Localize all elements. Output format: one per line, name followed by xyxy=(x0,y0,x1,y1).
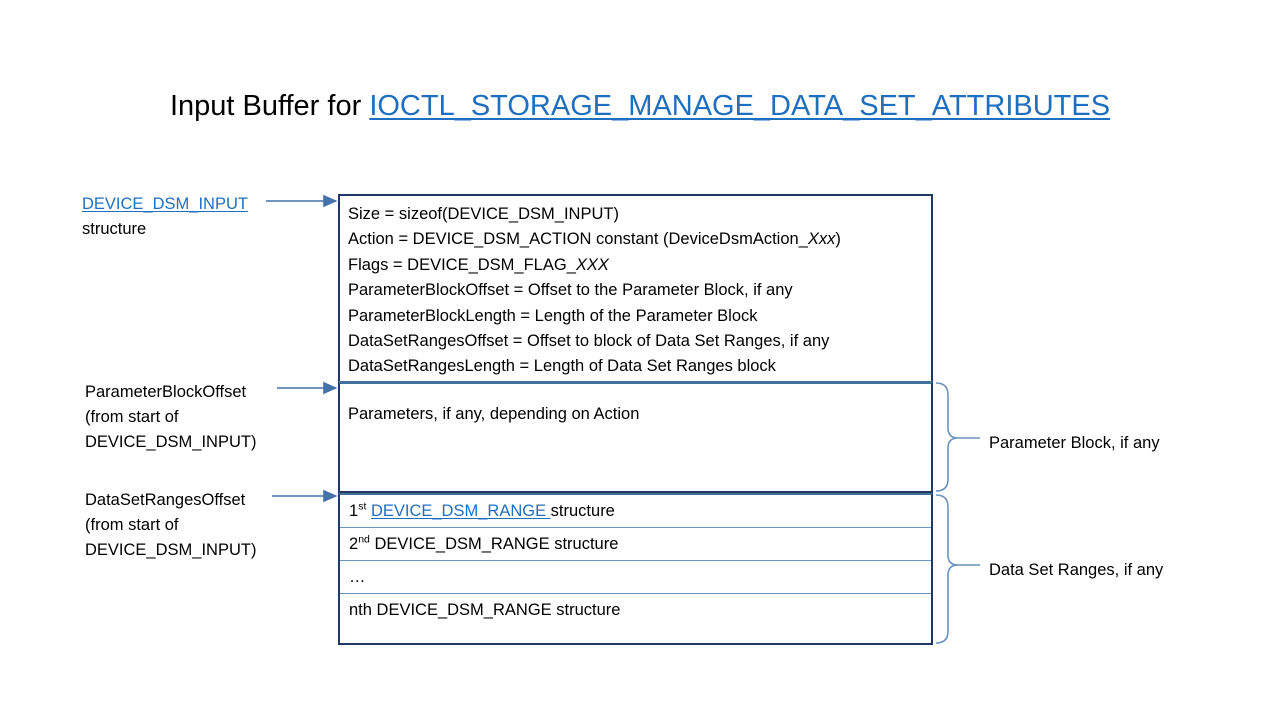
device-dsm-input-header-box xyxy=(338,194,933,381)
brace-data-set-ranges xyxy=(935,494,959,644)
data-set-ranges-offset-line2: (from start of xyxy=(85,516,179,534)
field-line-italic: Xxx xyxy=(807,230,836,249)
parameter-block-offset-line2: (from start of xyxy=(85,408,179,426)
field-line-text: DataSetRangesLength = Length of Data Set… xyxy=(348,357,776,376)
parameter-block-text: Parameters, if any, depending on Action xyxy=(348,405,640,423)
label-data-set-ranges-offset: DataSetRangesOffset (from start of DEVIC… xyxy=(85,488,256,563)
field-line-text: ParameterBlockOffset = Offset to the Par… xyxy=(348,281,793,300)
field-line-text: Flags = DEVICE_DSM_FLAG_ xyxy=(348,255,576,274)
field-line-italic: XXX xyxy=(575,255,609,274)
range-row-ordinal-suffix: st xyxy=(358,500,367,513)
parameter-block-box xyxy=(338,381,933,493)
device-dsm-range-text: DEVICE_DSM_RANGE xyxy=(374,535,555,553)
device-dsm-input-fields: Size = sizeof(DEVICE_DSM_INPUT) Action = … xyxy=(348,202,928,380)
data-set-range-row: 1st DEVICE_DSM_RANGE structure xyxy=(340,495,931,528)
dsm-input-field-line: Flags = DEVICE_DSM_FLAG_XXX xyxy=(348,253,928,278)
range-row-ordinal: nth xyxy=(349,601,372,619)
device-dsm-input-link[interactable]: DEVICE_DSM_INPUT xyxy=(82,195,248,213)
device-dsm-range-link[interactable]: DEVICE_DSM_RANGE xyxy=(370,502,551,520)
parameter-block-offset-line1: ParameterBlockOffset xyxy=(85,383,247,401)
dsm-input-field-line: DataSetRangesLength = Length of Data Set… xyxy=(348,354,928,379)
range-row-ordinal: … xyxy=(349,568,366,586)
range-row-ordinal: 2 xyxy=(349,535,359,553)
dsm-input-field-line: ParameterBlockOffset = Offset to the Par… xyxy=(348,278,928,303)
field-line-suffix: ) xyxy=(835,230,841,249)
dsm-input-field-line: Action = DEVICE_DSM_ACTION constant (Dev… xyxy=(348,227,928,252)
field-line-text: DataSetRangesOffset = Offset to block of… xyxy=(348,332,830,351)
parameter-block-offset-line3: DEVICE_DSM_INPUT) xyxy=(85,433,257,451)
dsm-input-field-line: ParameterBlockLength = Length of the Par… xyxy=(348,304,928,329)
page-title: Input Buffer for IOCTL_STORAGE_MANAGE_DA… xyxy=(0,88,1280,124)
field-line-text: Action = DEVICE_DSM_ACTION constant (Dev… xyxy=(348,230,808,249)
label-device-dsm-input: DEVICE_DSM_INPUT structure xyxy=(82,192,248,242)
device-dsm-input-structure-text: structure xyxy=(82,220,147,238)
dsm-input-field-line: Size = sizeof(DEVICE_DSM_INPUT) xyxy=(348,202,928,227)
data-set-range-row: … xyxy=(340,561,931,594)
range-row-ordinal-suffix: nd xyxy=(358,533,370,546)
range-row-tail: structure xyxy=(556,601,621,619)
page-title-prefix: Input Buffer for xyxy=(169,90,370,122)
range-row-tail: structure xyxy=(550,502,615,520)
data-set-ranges-offset-line3: DEVICE_DSM_INPUT) xyxy=(85,541,257,559)
field-line-text: ParameterBlockLength = Length of the Par… xyxy=(348,306,758,325)
brace-parameter-block xyxy=(935,382,959,492)
ioctl-link[interactable]: IOCTL_STORAGE_MANAGE_DATA_SET_ATTRIBUTES xyxy=(369,90,1111,122)
data-set-range-row: 2nd DEVICE_DSM_RANGE structure xyxy=(340,528,931,561)
data-set-ranges-box xyxy=(338,493,933,645)
brace-label-data-set-ranges: Data Set Ranges, if any xyxy=(989,561,1164,579)
device-dsm-range-text: DEVICE_DSM_RANGE xyxy=(376,601,557,619)
data-set-range-row: nth DEVICE_DSM_RANGE structure xyxy=(340,594,931,627)
field-line-text: Size = sizeof(DEVICE_DSM_INPUT) xyxy=(348,205,619,223)
label-parameter-block-offset: ParameterBlockOffset (from start of DEVI… xyxy=(85,380,256,455)
dsm-input-field-line: DataSetRangesOffset = Offset to block of… xyxy=(348,329,928,354)
range-row-ordinal: 1 xyxy=(349,502,359,520)
range-row-tail: structure xyxy=(554,535,619,553)
brace-label-parameter-block: Parameter Block, if any xyxy=(989,434,1160,452)
data-set-ranges-offset-line1: DataSetRangesOffset xyxy=(85,491,246,509)
